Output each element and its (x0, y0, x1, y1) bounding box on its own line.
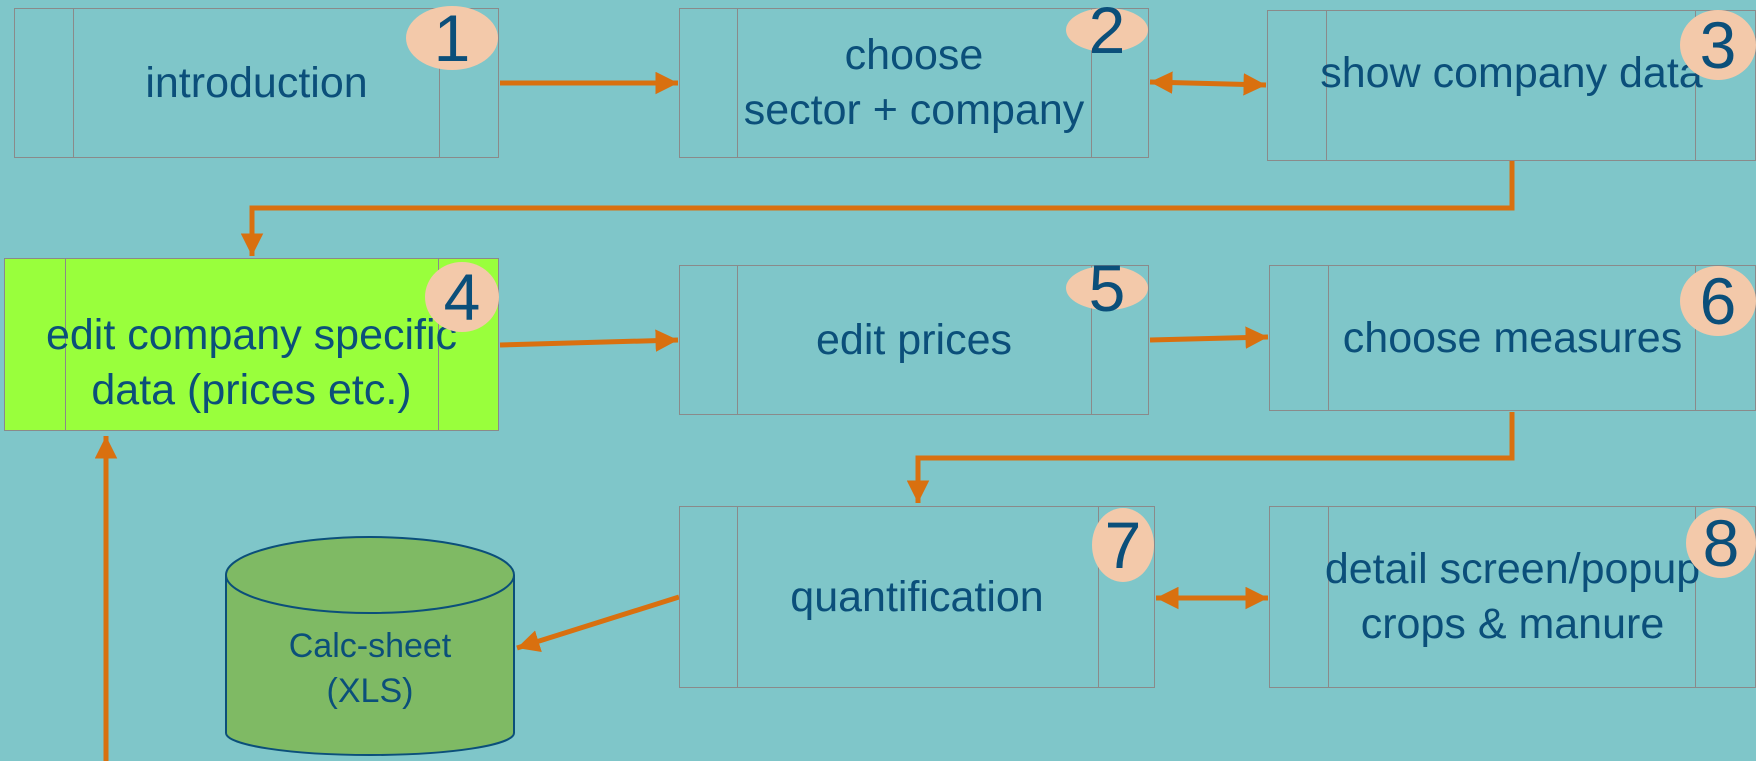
step-4-box: edit company specific data (prices etc.) (4, 258, 499, 431)
step-8-number-badge: 8 (1686, 508, 1756, 578)
step-5-box: edit prices (679, 265, 1149, 415)
arrow-6-to-7 (906, 412, 1515, 503)
step-3-box: show company data (1267, 10, 1756, 161)
step-6-number-badge: 6 (1680, 266, 1756, 336)
step-2-label: choose sector + company (743, 31, 1085, 134)
step-8-label: detail screen/popup crops & manure (1324, 545, 1701, 648)
step-2-number-badge: 2 (1066, 0, 1148, 63)
database-label: Calc-sheet (XLS) (288, 627, 452, 710)
step-1-number-badge: 1 (406, 5, 498, 71)
step-6-label: choose measures (1342, 313, 1683, 362)
step-5-number-badge: 5 (1066, 255, 1148, 321)
step-3-label: show company data (1320, 49, 1703, 97)
arrow-7-to-database (516, 594, 680, 652)
step-3-number-badge: 3 (1680, 10, 1756, 80)
step-5-label: edit prices (816, 315, 1012, 364)
step-8-box: detail screen/popup crops & manure (1269, 506, 1756, 688)
step-6-box: choose measures (1269, 265, 1756, 411)
arrow-3-to-4 (240, 161, 1515, 256)
database-cylinder (225, 536, 515, 756)
step-4-number-badge: 4 (425, 262, 499, 332)
arrow-2-to-3 (1149, 71, 1267, 96)
arrow-5-to-6 (1149, 326, 1269, 349)
step-7-number-badge: 7 (1092, 508, 1154, 582)
step-7-box: quantification (679, 506, 1155, 688)
step-4-label: edit company specific data (prices etc.) (45, 310, 458, 414)
step-1-label: introduction (145, 58, 368, 107)
arrow-4-to-5 (499, 329, 679, 352)
step-7-label: quantification (790, 572, 1044, 621)
